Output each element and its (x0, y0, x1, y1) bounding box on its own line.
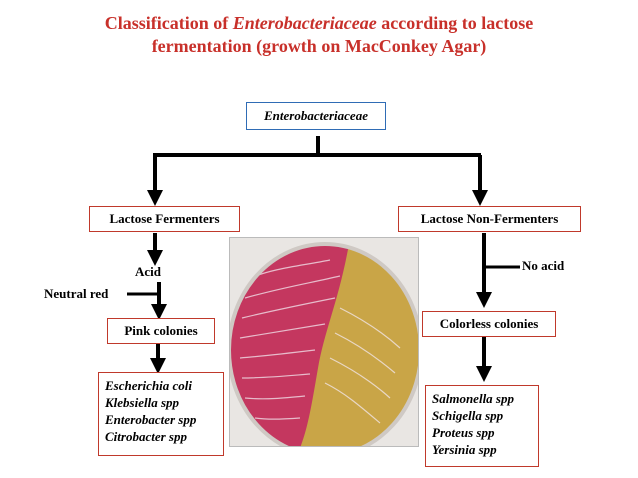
macconkey-agar-plate-image (229, 237, 419, 447)
colorless-colonies-label: Colorless colonies (439, 316, 539, 331)
title-part: according to lactose (376, 13, 534, 33)
root-node-label: Enterobacteriaceae (264, 108, 368, 123)
lactose-nonfermenters-label: Lactose Non-Fermenters (420, 211, 559, 226)
title-line-1: Classification of Enterobacteriaceae acc… (0, 12, 638, 35)
lactose-fermenters-label: Lactose Fermenters (109, 211, 220, 226)
neutral-red-label: Neutral red (44, 286, 109, 301)
acid-label: Acid (135, 264, 161, 279)
title-part: Classification of (104, 13, 233, 33)
fermenter-organism-item: Citrobacter spp (105, 429, 187, 444)
title-line-2: fermentation (growth on MacConkey Agar) (151, 36, 487, 56)
fermenter-organism-item: Enterobacter spp (105, 412, 197, 427)
title-family-name: Enterobacteriaceae (232, 13, 377, 33)
no-acid-label: No acid (522, 258, 565, 273)
nonfermenter-organism-item: Schigella spp (432, 408, 504, 423)
pink-colonies-box: Pink colonies (107, 318, 215, 344)
lactose-nonfermenters-box: Lactose Non-Fermenters (398, 206, 581, 232)
streak-lines (239, 259, 401, 424)
nonfermenter-organism-item: Proteus spp (432, 425, 495, 440)
fermenter-organism-item: Klebsiella spp (105, 395, 180, 410)
agar-plate-illustration (230, 238, 418, 446)
nonfermenter-organism-item: Yersinia spp (432, 442, 497, 457)
diagram-title: Classification of Enterobacteriaceae acc… (0, 12, 638, 58)
root-node-box: Enterobacteriaceae (246, 102, 386, 130)
nonfermenter-organism-item: Salmonella spp (432, 391, 514, 406)
lactose-fermenters-box: Lactose Fermenters (89, 206, 240, 232)
fermenter-organism-item: Escherichia coli (105, 378, 193, 393)
pink-colonies-label: Pink colonies (124, 323, 198, 338)
colorless-colonies-box: Colorless colonies (422, 311, 556, 337)
